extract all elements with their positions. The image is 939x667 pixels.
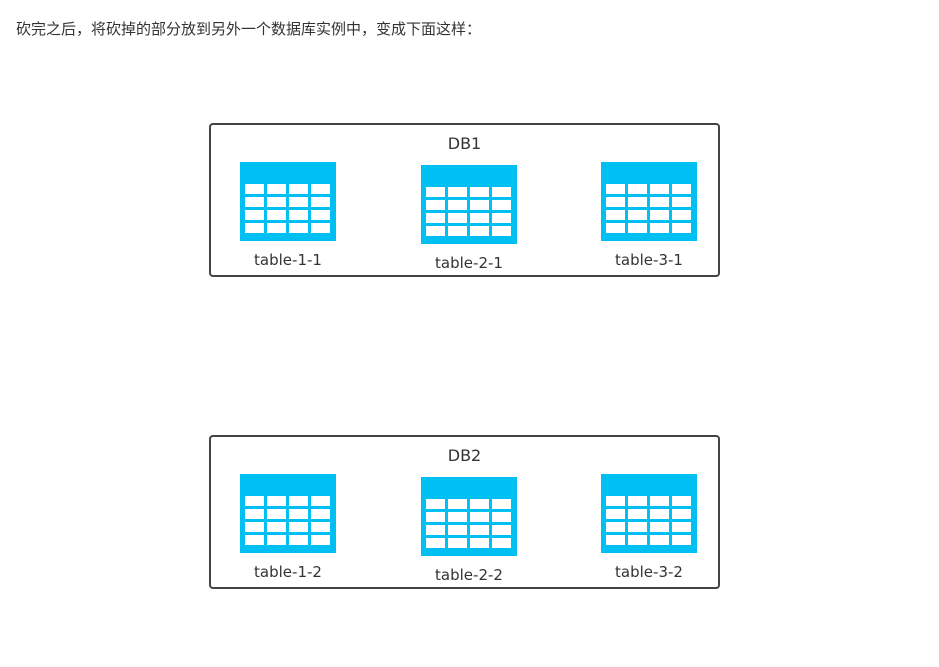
database-title: DB1 [447,134,482,153]
database-title: DB2 [447,446,482,465]
database-box-db2: DB2 table-1-2 table-2-2 [209,435,720,589]
table-item: table-3-2 [589,474,709,582]
intro-text: 砍完之后，将砍掉的部分放到另外一个数据库实例中，变成下面这样： [16,20,482,38]
table-label: table-3-2 [615,563,683,581]
table-item: table-3-1 [589,162,709,270]
table-item: table-1-1 [228,162,348,270]
table-item: table-1-2 [228,474,348,582]
table-icon [601,474,697,553]
table-item: table-2-2 [409,477,529,585]
table-icon [421,165,517,244]
table-label: table-2-1 [435,254,503,272]
table-icon [421,477,517,556]
table-label: table-1-2 [254,563,322,581]
table-label: table-2-2 [435,566,503,584]
table-icon [240,162,336,241]
table-label: table-3-1 [615,251,683,269]
table-item: table-2-1 [409,165,529,273]
table-icon [240,474,336,553]
table-label: table-1-1 [254,251,322,269]
database-box-db1: DB1 table-1-1 table-2-1 [209,123,720,277]
table-icon [601,162,697,241]
